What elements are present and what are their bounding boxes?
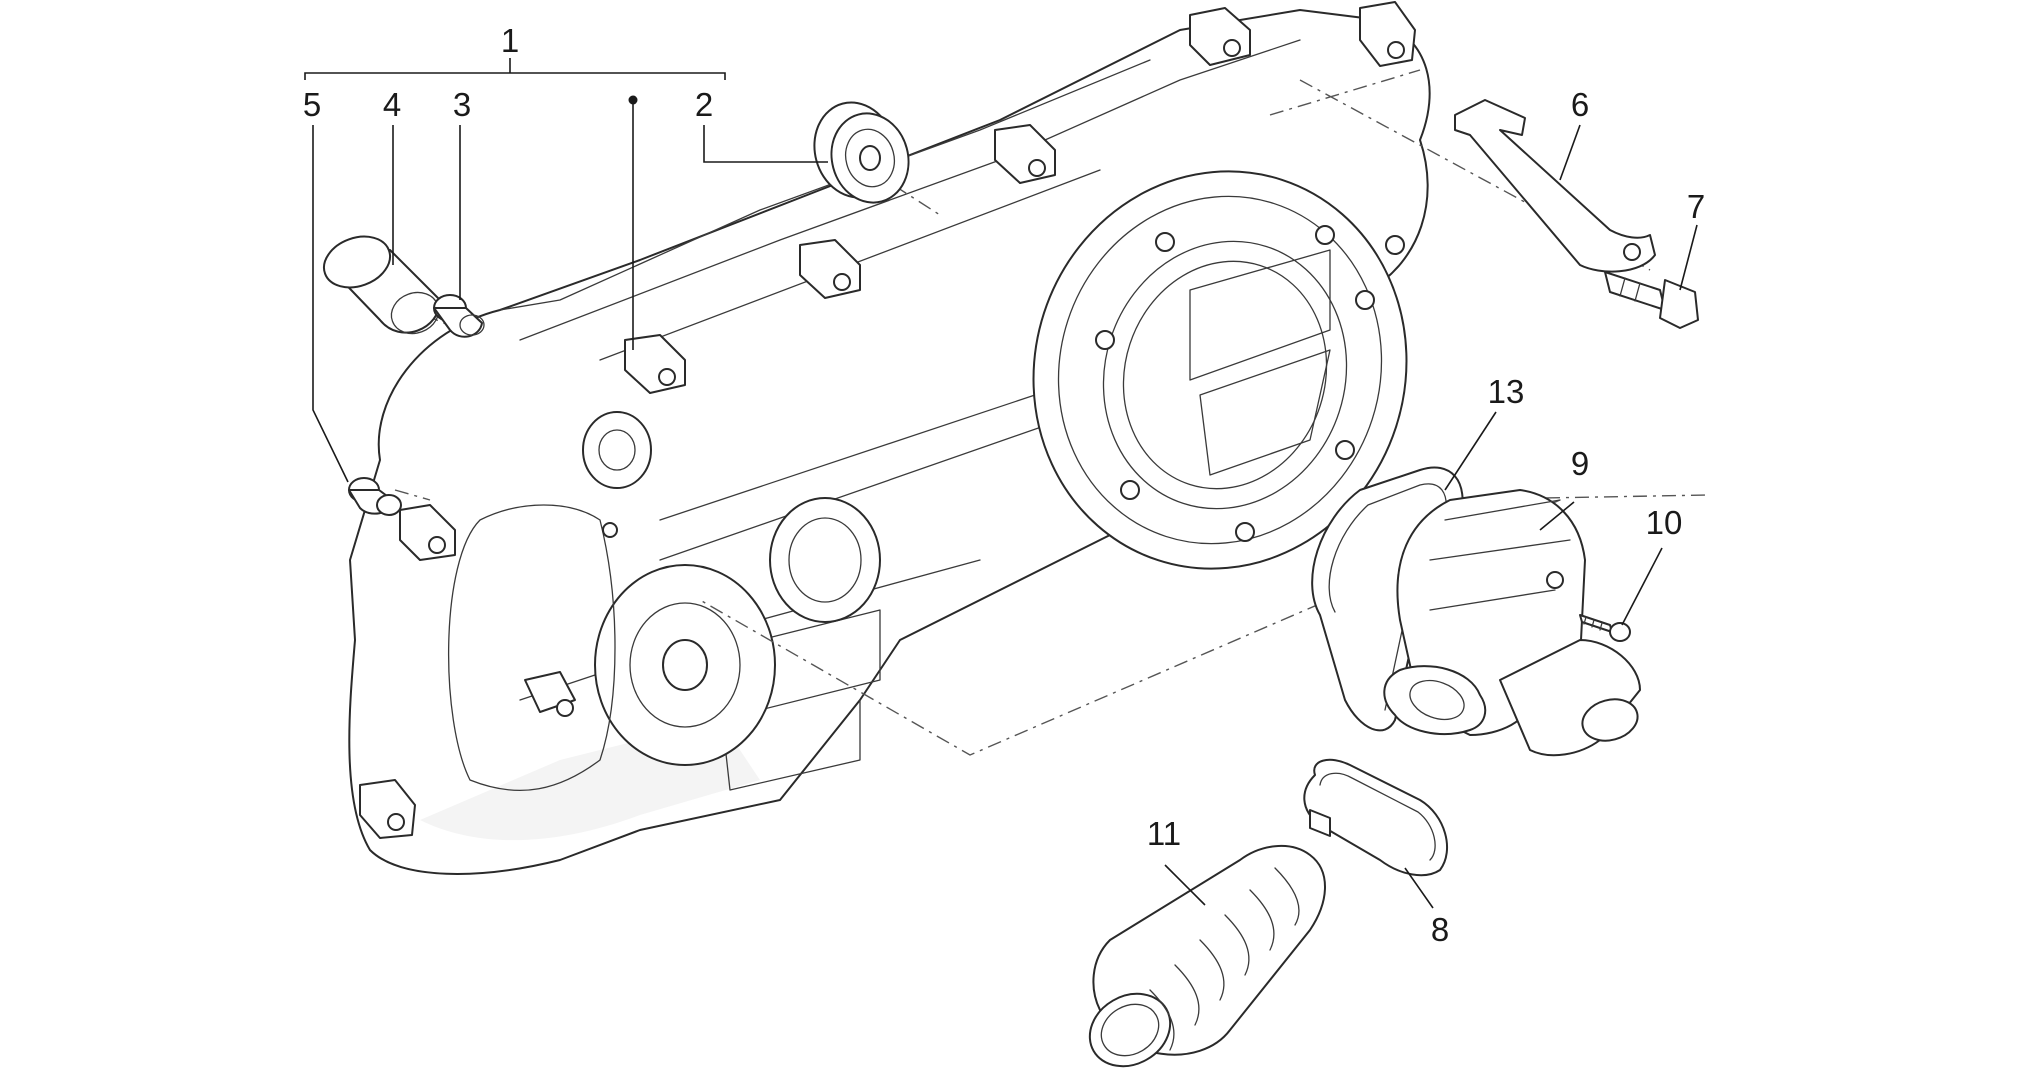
clutch-dome (1032, 170, 1408, 570)
callout-13: 13 (1488, 373, 1525, 410)
transmission-cover (348, 1, 1431, 875)
part-4-bushing (323, 235, 441, 335)
callout-1: 1 (501, 22, 519, 59)
front-hub (582, 411, 881, 766)
part-6-bracket (1454, 99, 1656, 273)
callout-5: 5 (303, 86, 321, 123)
part-9-intake-housing (1383, 489, 1641, 757)
callout-8: 8 (1431, 911, 1449, 948)
part-11-bellows (1088, 844, 1326, 1068)
cover-cavity (447, 504, 618, 791)
part-3-spacer (433, 294, 485, 338)
callout-6: 6 (1571, 86, 1589, 123)
part-7-bolt (1604, 271, 1699, 329)
part-8-clamp (1303, 758, 1449, 877)
cover-bosses (359, 1, 1416, 839)
callout-2: 2 (695, 86, 713, 123)
callout-3: 3 (453, 86, 471, 123)
callouts: 1 5 4 3 2 6 7 13 9 10 11 8 (303, 22, 1705, 948)
callout-9: 9 (1571, 445, 1589, 482)
callout-4: 4 (383, 86, 401, 123)
callout-11: 11 (1147, 815, 1181, 852)
callout-7: 7 (1687, 188, 1705, 225)
part-5-dowel (348, 477, 402, 516)
callout-10: 10 (1646, 504, 1683, 541)
part-2-bearing (813, 101, 910, 204)
part-10-screw (1579, 614, 1631, 642)
leader-lines (304, 58, 1698, 909)
